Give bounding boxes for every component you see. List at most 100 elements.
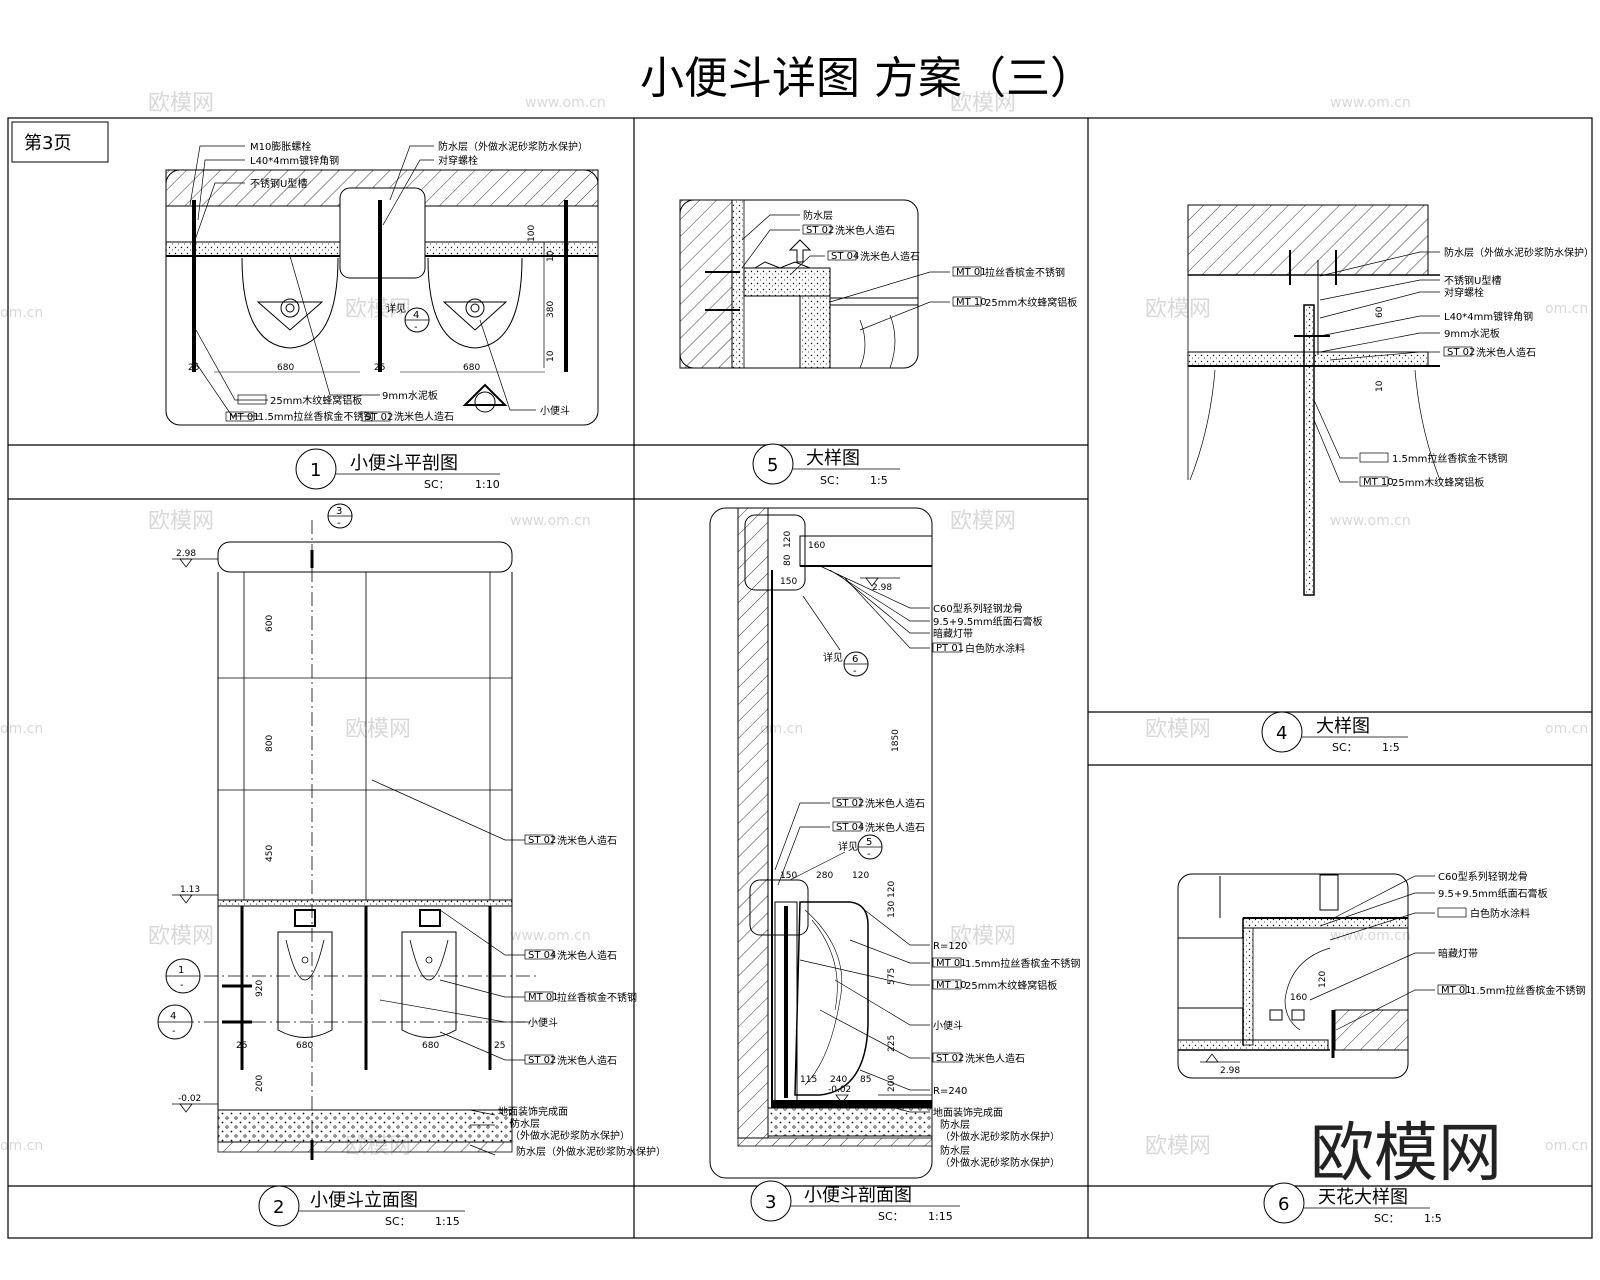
plan-note: 9mm水泥板 xyxy=(382,389,438,402)
ceiling-detail-view: C60型系列轻钢龙骨 9.5+9.5mm纸面石膏板 白色防水涂料 暗藏灯带 MT… xyxy=(1177,870,1585,1079)
dim-label: 200 xyxy=(255,1075,265,1092)
level-marker: -0.02 xyxy=(828,1085,851,1095)
detail4-note: L40*4mm镀锌角钢 xyxy=(1444,310,1533,323)
detail-4-view: 防水层（外做水泥砂浆防水保护） 不锈钢U型槽 对穿螺栓 L40*4mm镀锌角钢 … xyxy=(1187,204,1594,596)
watermark-url: www.om.cn xyxy=(510,928,591,944)
watermark-logo: 欧模网 xyxy=(345,717,411,742)
view-number: 2 xyxy=(273,1197,284,1218)
section-note: 洗米色人造石 xyxy=(965,1052,1025,1065)
plan-note: 对穿螺栓 xyxy=(438,154,478,167)
dim-label: 120 xyxy=(783,531,793,548)
view-title: 小便斗立面图 xyxy=(310,1190,418,1211)
dim-label: 600 xyxy=(265,615,275,632)
view-number: 3 xyxy=(765,1192,776,1213)
dim-label: 25 xyxy=(494,1041,505,1051)
elevation-note: 防水层 xyxy=(510,1117,540,1130)
view-title-2: 2 小便斗立面图 SC： 1:15 xyxy=(258,1185,465,1228)
plan-section-view: 680 680 100 10 380 10 25 25 M10膨胀螺栓 L40*… xyxy=(165,140,599,426)
dim-label: 120 xyxy=(1318,971,1328,988)
sheet-frame xyxy=(7,117,1593,1239)
material-tag: MT 10 xyxy=(936,980,967,991)
dim-label: 25 xyxy=(374,363,385,373)
dim-label: 225 xyxy=(887,1035,897,1052)
section-marker-number: 1 xyxy=(178,965,184,976)
elevation-note: 地面装饰完成面 xyxy=(498,1105,568,1118)
detail-ref-sheet: - xyxy=(867,849,871,860)
material-tag: ST 02 xyxy=(528,835,556,846)
detail-ref-number: 6 xyxy=(852,654,858,665)
dim-label: 380 xyxy=(546,301,556,318)
dim-label: 680 xyxy=(463,363,480,373)
watermark-logo: 欧模网 xyxy=(1145,297,1211,322)
detail4-note: 9mm水泥板 xyxy=(1444,327,1500,340)
plan-note: 25mm木纹蜂窝铝板 xyxy=(270,394,362,407)
section-note: 防水层 xyxy=(940,1118,970,1131)
section-note: 小便斗 xyxy=(933,1019,963,1032)
scale-value: 1:15 xyxy=(435,1215,460,1228)
dim-label: 10 xyxy=(546,350,556,362)
view-number: 4 xyxy=(1276,723,1287,744)
dim-label: 80 xyxy=(783,554,793,566)
detail5-note: 洗米色人造石 xyxy=(860,250,920,263)
material-tag: ST 02 xyxy=(1447,347,1475,358)
detail5-note: 洗米色人造石 xyxy=(835,224,895,237)
material-tag: PT 01 xyxy=(936,643,964,654)
dim-label: 240 xyxy=(830,1075,847,1085)
dim-label: 130 xyxy=(887,901,897,918)
material-tag: MT 10 xyxy=(1363,477,1394,488)
material-tag: ST 02 xyxy=(836,798,864,809)
view-number: 1 xyxy=(310,460,321,481)
detail-ref-sheet: - xyxy=(853,666,857,677)
view-title: 小便斗平剖图 xyxy=(350,453,458,474)
watermark-brand-logo: 欧模网 xyxy=(1310,1117,1502,1191)
dim-label: 800 xyxy=(265,735,275,752)
dim-label: 25 xyxy=(188,363,199,373)
watermark-logo: 欧模网 xyxy=(1145,717,1211,742)
dim-label: 1850 xyxy=(891,729,901,752)
view-title: 大样图 xyxy=(806,448,860,469)
sheet-title: 小便斗详图 方案（三） xyxy=(640,53,1094,104)
scale-prefix: SC： xyxy=(1374,1212,1400,1225)
material-tag: MT 01 xyxy=(528,992,559,1003)
section-marker-number: 4 xyxy=(170,1011,176,1022)
view-number: 6 xyxy=(1278,1194,1289,1215)
detail4-note: 洗米色人造石 xyxy=(1476,346,1536,359)
scale-prefix: SC： xyxy=(1332,741,1358,754)
ceiling-note: C60型系列轻钢龙骨 xyxy=(1438,870,1528,883)
material-tag: ST 02 xyxy=(806,225,834,236)
dim-label: 680 xyxy=(422,1041,439,1051)
section-note: 25mm木纹蜂窝铝板 xyxy=(965,979,1057,992)
watermark-logo: 欧模网 xyxy=(950,509,1016,534)
detail4-note: 25mm木纹蜂窝铝板 xyxy=(1392,476,1484,489)
section-note: C60型系列轻钢龙骨 xyxy=(933,602,1023,615)
watermark-url: www.om.cn xyxy=(525,95,606,111)
dim-label: 150 xyxy=(780,871,797,881)
ceiling-note: 9.5+9.5mm纸面石膏板 xyxy=(1438,887,1548,900)
detail-ref-label: 详见 xyxy=(386,302,406,315)
dim-label: 10 xyxy=(1375,380,1385,392)
dim-label: 25 xyxy=(236,1041,247,1051)
watermark-logo: 欧模网 xyxy=(950,91,1016,116)
plan-note: 小便斗 xyxy=(540,404,570,417)
view-title-4: 4 大样图 SC： 1:5 xyxy=(1261,711,1408,754)
watermark-url: om.cn xyxy=(1545,301,1588,317)
scale-prefix: SC： xyxy=(878,1210,904,1223)
page-label: 第3页 xyxy=(24,133,71,154)
section-note: R=120 xyxy=(933,941,967,952)
section-view: -0.02 2.98 120 160 80 150 1850 150 280 1… xyxy=(709,507,1080,1179)
material-tag: ST 04 xyxy=(836,822,864,833)
dim-label: 150 xyxy=(780,577,797,587)
level-marker: 2.98 xyxy=(872,583,892,593)
scale-prefix: SC： xyxy=(820,474,846,487)
dim-label: 120 xyxy=(852,871,869,881)
dim-label: 160 xyxy=(808,541,825,551)
view-title: 小便斗剖面图 xyxy=(804,1185,912,1206)
section-note: R=240 xyxy=(933,1086,967,1097)
material-tag: ST 04 xyxy=(528,950,556,961)
material-tag: MT 10 xyxy=(956,297,987,308)
watermark-logo: 欧模网 xyxy=(950,924,1016,949)
detail-5-view: 防水层 ST 02 洗米色人造石 ST 04 洗米色人造石 MT 01 拉丝香槟… xyxy=(679,199,1077,369)
plan-note: L40*4mm镀锌角钢 xyxy=(250,154,339,167)
view-title: 天花大样图 xyxy=(1318,1187,1408,1208)
plan-note: 不锈钢U型槽 xyxy=(250,177,307,190)
